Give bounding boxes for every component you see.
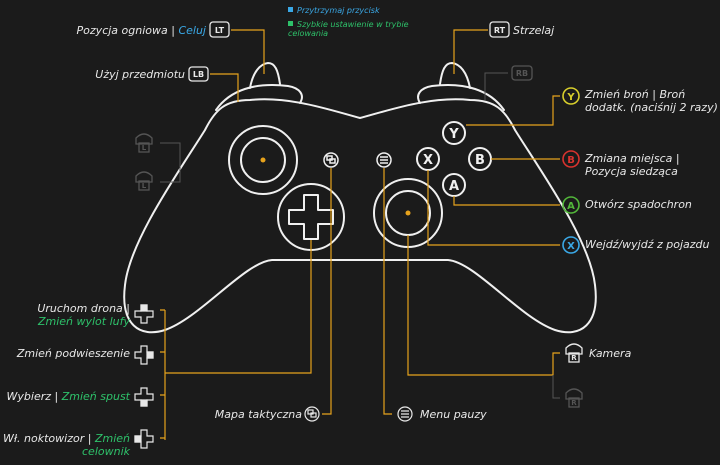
leader-menu [383,168,392,415]
svg-text:R: R [571,399,577,407]
dpad-right-icon [134,345,154,365]
ls-press-legend-icon: L [135,171,153,191]
left-trigger-outline [249,62,281,89]
x-glyph: X [423,153,433,168]
controller-outline [123,98,597,334]
label-dpad-left: Wł. noktowizor | Zmień celownik [3,432,130,458]
leader-y [466,95,560,126]
right-trigger-outline [439,62,471,89]
menu-legend-icon [397,406,413,422]
leader-lb [210,73,239,102]
right-stick-dot [405,210,411,216]
svg-text:X: X [567,241,575,252]
svg-text:R: R [571,354,577,362]
leader-rt [453,29,488,74]
label-lb: Użyj przedmiotu [95,68,185,81]
left-stick-ring [228,125,298,195]
left-stick-cap [240,137,286,183]
legend-quick-aim-swatch [288,21,293,26]
label-rt: Strzelaj [513,24,555,37]
y-glyph: Y [448,127,459,142]
view-button-icon [323,152,339,168]
label-rs: Kamera [589,347,632,360]
y-legend-icon: Y [562,87,580,105]
svg-text:LB: LB [193,70,204,79]
svg-text:RT: RT [494,26,506,35]
label-dpad-down: Wybierz | Zmień spust [6,390,130,403]
left-stick-dot [260,157,266,163]
dpad-cross [288,194,334,240]
b-glyph: B [475,153,485,168]
label-b: Zmiana miejsca |Pozycja siedząca [585,152,680,178]
label-x: Wejdź/wyjdź z pojazdu [585,238,710,251]
label-menu: Menu pauzy [420,408,487,421]
label-dpad-up: Uruchom drona | Zmień wylot lufy [37,302,130,328]
rt-badge-icon: RT [489,21,510,38]
leader-lt [231,29,265,74]
leader-rs-press [552,375,560,399]
legend-hold-swatch [288,7,293,12]
legend-hold: Przytrzymaj przycisk [288,6,380,15]
view-legend-icon [304,406,320,422]
ls-legend-icon: L [135,133,153,153]
rs-press-legend-icon: R [565,388,583,408]
dpad-down-icon [134,387,154,407]
right-bumper-outline [417,84,505,111]
dpad-up-icon [134,304,154,324]
svg-text:A: A [567,201,575,212]
leader-view [322,168,332,415]
svg-text:B: B [567,155,575,166]
y-button-icon [442,121,466,145]
svg-text:L: L [142,182,147,190]
svg-text:Y: Y [566,92,575,103]
leader-a [453,196,560,206]
svg-text:LT: LT [215,26,225,35]
b-legend-icon: B [562,150,580,168]
lt-badge-icon: LT [209,21,230,38]
legend-quick-aim: Szybkie ustawienie w trybie celowania [288,20,409,38]
view-glyph-b [329,158,336,164]
rb-badge-icon: RB [511,65,533,81]
label-a: Otwórz spadochron [585,198,692,211]
menu-button-icon [376,152,392,168]
label-view: Mapa taktyczna [214,408,302,421]
lb-badge-icon: LB [188,66,209,82]
left-bumper-outline [215,84,303,111]
rs-legend-icon: R [565,343,583,363]
leader-rb [484,72,508,100]
leader-ls [160,142,181,183]
leader-dpad [160,240,312,440]
x-legend-icon: X [562,236,580,254]
a-legend-icon: A [562,196,580,214]
svg-text:RB: RB [516,69,528,78]
leader-x [427,170,560,246]
label-lt: Pozycja ogniowa | Celuj [76,24,206,37]
menu-glyph [380,156,388,164]
leader-rs [407,235,560,376]
svg-text:L: L [142,144,147,152]
dpad-left-icon [134,429,154,449]
label-dpad-right: Zmień podwieszenie [16,347,130,360]
a-glyph: A [449,179,459,194]
